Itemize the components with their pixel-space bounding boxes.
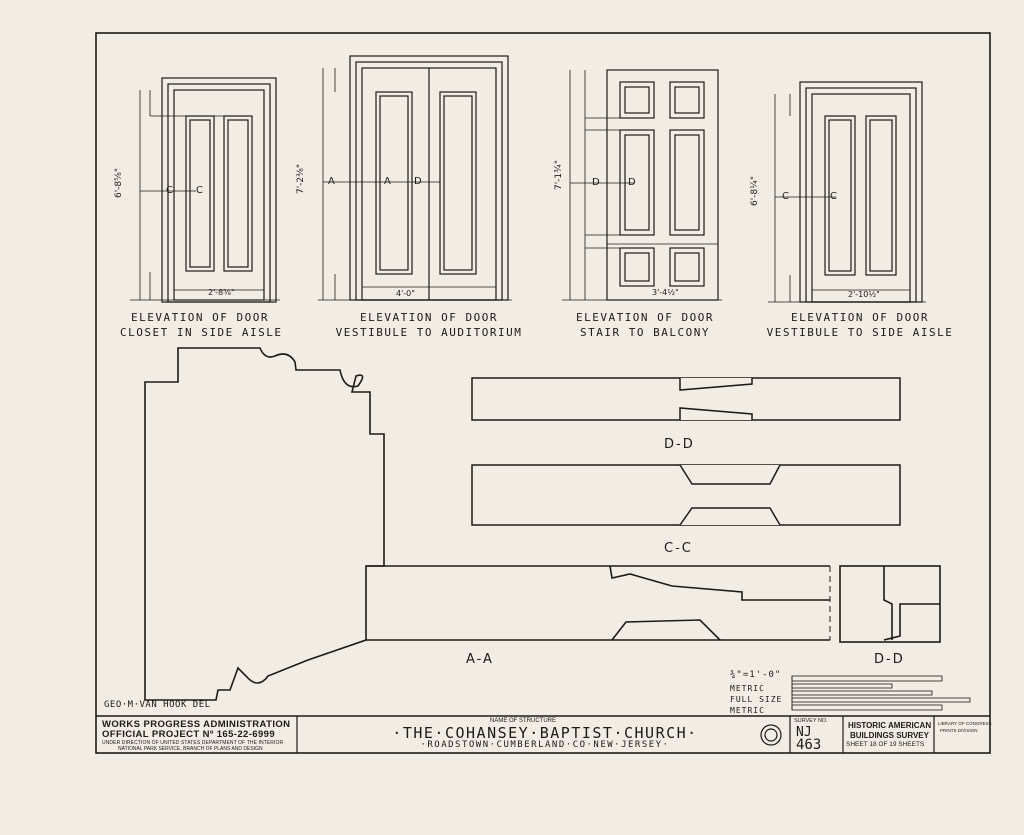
caption-line: VESTIBULE TO SIDE AISLE xyxy=(766,326,954,339)
caption-line: ELEVATION OF DOOR xyxy=(790,311,930,324)
dimension-label: 6'-8¼" xyxy=(750,175,761,207)
dimension-label: 7'-2⅜" xyxy=(296,163,307,195)
dimension-label: 2'-10½" xyxy=(848,290,880,299)
structure-name: ·THE·COHANSEY·BAPTIST·CHURCH· xyxy=(392,724,698,742)
section-mark-c: C xyxy=(830,191,837,202)
section-mark-c: C xyxy=(782,191,789,202)
survey-number: 463 xyxy=(796,737,822,753)
habs-line-2: BUILDINGS SURVEY xyxy=(850,731,929,740)
caption-line: ELEVATION OF DOOR xyxy=(359,311,499,324)
agency-line-2: OFFICIAL PROJECT Nº 165-22-6999 xyxy=(102,729,276,740)
caption-line: CLOSET IN SIDE AISLE xyxy=(120,326,283,339)
section-dd-top xyxy=(471,377,901,421)
caption-line: STAIR TO BALCONY xyxy=(580,326,710,339)
section-mark-c: C xyxy=(196,185,203,196)
section-mark-a: A xyxy=(328,176,335,187)
section-label-aa: A-A xyxy=(466,652,494,667)
door-caption-vestibule-auditorium: ELEVATION OF DOOR VESTIBULE TO AUDITORIU… xyxy=(324,310,534,340)
dimension-label: 7'-1¾" xyxy=(554,159,565,191)
section-mark-d: D xyxy=(592,177,600,188)
survey-seal xyxy=(760,724,782,746)
scale-bars xyxy=(791,675,971,711)
caption-line: ELEVATION OF DOOR xyxy=(130,311,270,324)
section-dd-small xyxy=(839,565,941,643)
section-label-cc: C-C xyxy=(664,541,693,556)
section-mark-d: D xyxy=(628,177,636,188)
door-elevation-closet xyxy=(130,77,280,303)
section-mark-d: D xyxy=(414,176,422,187)
drafter-signature: GEO·M·VAN HOOK DEL xyxy=(104,700,211,710)
section-cc xyxy=(471,464,901,526)
scale-line: FULL SIZE xyxy=(730,695,783,704)
caption-line: VESTIBULE TO AUDITORIUM xyxy=(335,326,523,339)
habs-line-1: HISTORIC AMERICAN xyxy=(848,721,932,730)
sheet-border xyxy=(95,32,991,754)
caption-line: ELEVATION OF DOOR xyxy=(575,311,715,324)
scale-fraction: ¾"=1'-0" xyxy=(730,670,782,680)
section-aa xyxy=(144,347,831,701)
section-label-dd-small: D-D xyxy=(874,652,905,667)
library-stamp-line-1: LIBRARY OF CONGRESS xyxy=(938,721,992,726)
door-caption-closet: ELEVATION OF DOOR CLOSET IN SIDE AISLE xyxy=(120,310,283,340)
section-mark-a: A xyxy=(384,176,391,187)
dimension-label: 2'-8⅝" xyxy=(208,288,235,297)
dimension-label: 6'-8⅝" xyxy=(114,167,125,199)
sheet-info: SHEET 18 OF 19 SHEETS xyxy=(846,741,925,748)
section-label-dd-top: D-D xyxy=(664,437,695,452)
section-mark-c: C xyxy=(166,185,173,196)
dimension-label: 4'-0" xyxy=(396,289,415,298)
agency-line-1: WORKS PROGRESS ADMINISTRATION xyxy=(102,719,291,730)
agency-line-4: NATIONAL PARK SERVICE, BRANCH OF PLANS A… xyxy=(118,746,263,752)
scale-line: METRIC xyxy=(730,684,765,693)
survey-number-label: SURVEY NO. xyxy=(794,718,828,724)
door-caption-stair-balcony: ELEVATION OF DOOR STAIR TO BALCONY xyxy=(560,310,730,340)
door-elevation-vestibule-side-aisle xyxy=(768,81,926,303)
library-stamp-line-2: PRINTS DIVISION xyxy=(940,728,978,733)
dimension-label: 3'-4½" xyxy=(652,288,679,297)
door-caption-vestibule-side-aisle: ELEVATION OF DOOR VESTIBULE TO SIDE AISL… xyxy=(760,310,960,340)
door-elevation-vestibule-auditorium xyxy=(318,55,512,301)
door-elevation-stair-balcony xyxy=(562,69,722,301)
structure-location: ·ROADSTOWN·CUMBERLAND·CO·NEW·JERSEY· xyxy=(420,740,670,750)
agency-line-3: UNDER DIRECTION OF UNITED STATES DEPARTM… xyxy=(102,740,284,746)
structure-name-label: NAME OF STRUCTURE xyxy=(490,718,556,724)
survey-state: NJ xyxy=(796,725,812,740)
scale-line: METRIC xyxy=(730,706,765,715)
